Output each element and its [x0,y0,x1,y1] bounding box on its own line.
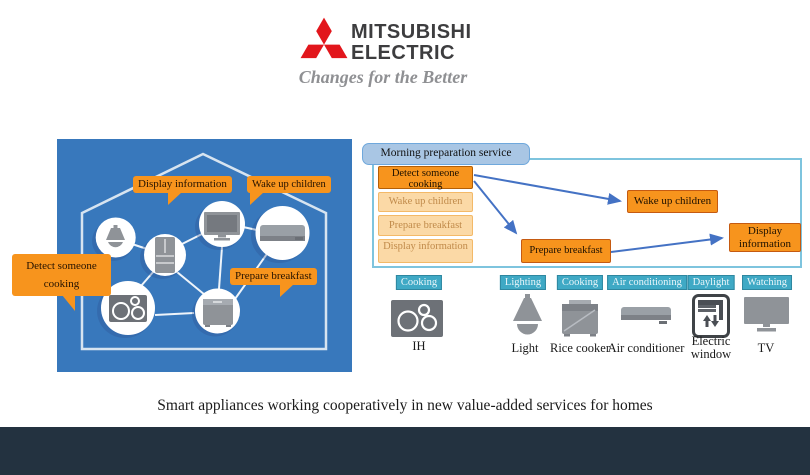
air-conditioner-icon [260,225,305,241]
brand-line1: MITSUBISHI [351,21,472,43]
footer-bar [0,427,810,475]
appliance-name-electric-window: Electric window [690,334,732,361]
tv-icon [744,297,789,339]
callout-tail [280,284,294,297]
callout-detect-someone-cooking: Detect someone cooking [12,254,111,311]
category-air-conditioning: Air conditioning [607,275,687,290]
appliance-name-air-conditioner: Air conditioner [607,341,685,355]
flow-arrows [473,174,724,253]
callout-display-information: Display information [133,176,232,205]
callout-wake-up-children: Wake up children [247,176,331,205]
mitsubishi-three-diamond-icon [299,9,349,67]
tv-icon [204,212,240,241]
brand-wordmark: MITSUBISHI ELECTRIC [351,22,472,64]
flow-step-prepare-breakfast: Prepare breakfast [378,215,473,236]
network-lines [131,226,270,316]
category-daylight: Daylight [687,275,735,290]
flow-title: Morning preparation service [362,143,530,165]
result-prepare-breakfast: Prepare breakfast [521,239,611,263]
callout-tail [62,295,75,311]
brand-tagline: Changes for the Better [298,67,468,87]
callout-prepare-breakfast: Prepare breakfast [230,268,317,297]
refrigerator-icon [155,237,175,273]
appliance-name-rice-cooker: Rice cooker [549,341,611,355]
electric-window-icon [692,294,730,343]
ih-cooktop-icon [391,300,443,342]
category-lighting: Lighting [499,275,547,290]
category-cooking-rice: Cooking [556,275,604,290]
smart-home-illustration [80,152,328,351]
callout-tail [168,192,182,205]
category-cooking-ih: Cooking [395,275,443,290]
callout-tail [250,192,264,205]
flow-step-detect-someone-cooking: Detect someone cooking [378,166,473,189]
ceiling-light-icon [106,225,125,248]
callout-wake-up-children-label: Wake up children [252,179,326,190]
air-conditioner-icon [621,307,671,331]
service-flow-frame [372,158,802,268]
callout-prepare-breakfast-label: Prepare breakfast [235,270,312,282]
appliance-name-light: Light [511,341,539,355]
callout-detect-someone-cooking-label: Detect someone cooking [26,260,97,290]
brand-line2: ELECTRIC [351,42,455,64]
flow-step-display-information: Display information [378,239,473,263]
rice-cooker-icon [203,299,233,327]
result-display-information: Display information [729,223,801,252]
callout-display-information-label: Display information [138,178,227,190]
ih-cooktop-icon [109,295,147,322]
category-watching: Watching [742,275,792,290]
flow-step-wake-up-children: Wake up children [378,192,473,212]
result-wake-up-children: Wake up children [627,190,718,213]
appliance-name-tv: TV [757,341,775,355]
appliance-name-ih: IH [412,339,426,353]
lamp-icon [510,294,544,343]
rice-cooker-icon [561,297,599,343]
slide-caption: Smart appliances working cooperatively i… [157,397,653,414]
